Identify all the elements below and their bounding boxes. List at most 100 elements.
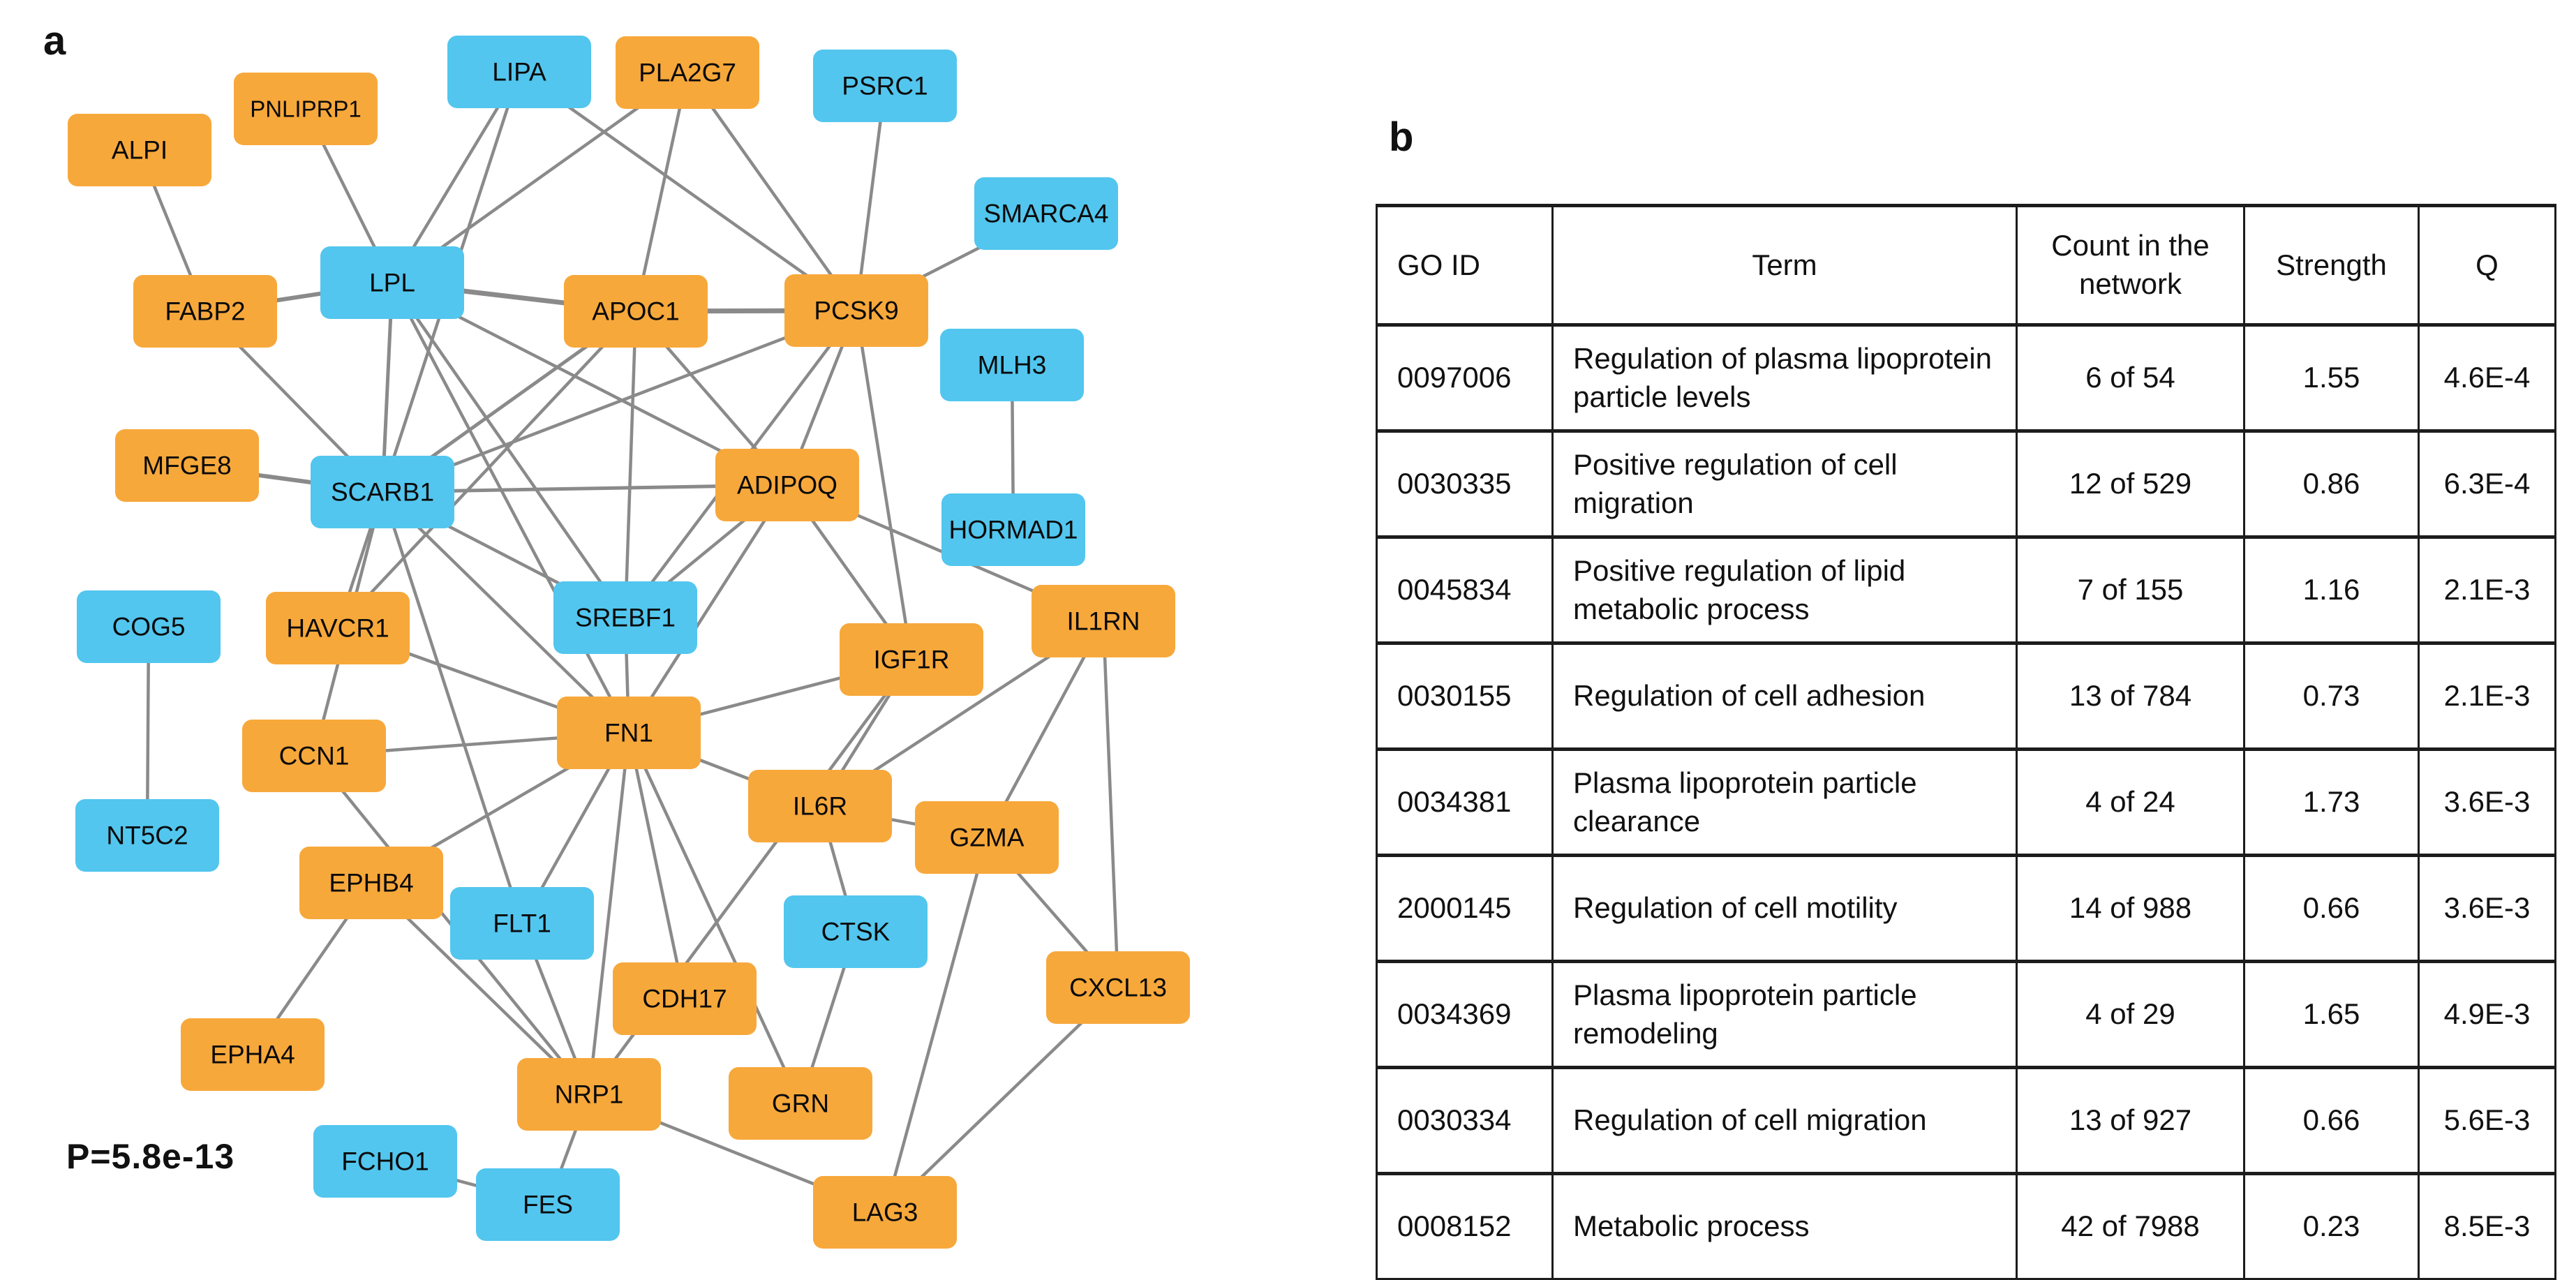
edge-GZMA-LAG3	[883, 837, 989, 1213]
node-label-MFGE8: MFGE8	[142, 452, 231, 480]
node-label-NRP1: NRP1	[555, 1080, 624, 1109]
cell-0030335-count: 12 of 529	[2016, 430, 2245, 538]
node-HORMAD1: HORMAD1	[941, 493, 1085, 566]
node-FCHO1: FCHO1	[313, 1125, 457, 1198]
node-label-EPHA4: EPHA4	[210, 1041, 295, 1069]
node-LIPA: LIPA	[447, 36, 591, 108]
col-header-count-in-the-network: Count in the network	[2016, 204, 2245, 326]
node-label-ADIPOQ: ADIPOQ	[737, 471, 837, 500]
node-box-LIPA	[447, 36, 591, 108]
edge-SCARB1-FN1	[381, 491, 630, 734]
node-PNLIPRP1: PNLIPRP1	[234, 73, 378, 145]
node-ADIPOQ: ADIPOQ	[715, 449, 859, 521]
col-header-q: Q	[2418, 204, 2556, 326]
node-label-NT5C2: NT5C2	[106, 821, 188, 850]
edge-FN1-CDH17	[627, 732, 687, 999]
cell-0030334-term: Regulation of cell migration	[1551, 1066, 2018, 1175]
node-box-LPL	[320, 246, 464, 319]
cell-0045834-go_id: 0045834	[1376, 536, 1554, 644]
node-box-PCSK9	[784, 274, 928, 347]
node-MLH3: MLH3	[940, 329, 1084, 401]
node-label-CDH17: CDH17	[642, 985, 727, 1013]
node-box-GZMA	[915, 801, 1059, 874]
node-APOC1: APOC1	[564, 275, 708, 348]
edge-PLA2G7-APOC1	[634, 72, 690, 312]
node-label-CCN1: CCN1	[279, 742, 350, 771]
cell-0030334-strength: 0.66	[2243, 1066, 2420, 1175]
cell-0030155-q: 2.1E-3	[2418, 642, 2556, 750]
col-header-term: Term	[1551, 204, 2018, 326]
cell-0097006-strength: 1.55	[2243, 324, 2420, 432]
node-label-FLT1: FLT1	[493, 909, 551, 938]
cell-0034381-term: Plasma lipoprotein particle clearance	[1551, 748, 2018, 856]
node-label-LAG3: LAG3	[852, 1198, 918, 1227]
node-box-EPHA4	[181, 1018, 325, 1091]
node-HAVCR1: HAVCR1	[266, 592, 410, 664]
node-label-PCSK9: PCSK9	[814, 297, 898, 325]
node-box-SCARB1	[311, 456, 454, 528]
cell-2000145-term: Regulation of cell motility	[1551, 854, 2018, 962]
cell-0097006-count: 6 of 54	[2016, 324, 2245, 432]
panel-b-label: b	[1389, 114, 1414, 160]
node-NRP1: NRP1	[517, 1058, 661, 1131]
edge-FN1-GRN	[627, 732, 803, 1104]
node-IL1RN: IL1RN	[1032, 585, 1175, 657]
node-label-FES: FES	[523, 1191, 573, 1219]
col-header-go-id: GO ID	[1376, 204, 1554, 326]
node-label-SREBF1: SREBF1	[575, 604, 676, 632]
node-SMARCA4: SMARCA4	[974, 177, 1118, 250]
edge-IL1RN-CXCL13	[1101, 620, 1120, 988]
node-box-PNLIPRP1	[234, 73, 378, 145]
node-label-EPHB4: EPHB4	[329, 869, 413, 898]
node-box-NT5C2	[75, 799, 219, 872]
node-label-HORMAD1: HORMAD1	[948, 516, 1078, 544]
node-COG5: COG5	[77, 590, 221, 663]
cell-2000145-strength: 0.66	[2243, 854, 2420, 962]
node-label-HAVCR1: HAVCR1	[286, 614, 389, 643]
node-label-CXCL13: CXCL13	[1069, 974, 1167, 1002]
cell-0030334-count: 13 of 927	[2016, 1066, 2245, 1175]
node-SCARB1: SCARB1	[311, 456, 454, 528]
edge-FN1-NRP1	[587, 732, 631, 1095]
cell-0034381-q: 3.6E-3	[2418, 748, 2556, 856]
cell-0030335-term: Positive regulation of cell migration	[1551, 430, 2018, 538]
cell-0008152-count: 42 of 7988	[2016, 1173, 2245, 1280]
node-FLT1: FLT1	[450, 887, 594, 960]
node-label-PLA2G7: PLA2G7	[639, 59, 736, 87]
cell-0034381-go_id: 0034381	[1376, 748, 1554, 856]
edge-LPL-FN1	[391, 281, 630, 734]
node-label-IGF1R: IGF1R	[874, 646, 950, 674]
cell-0030155-count: 13 of 784	[2016, 642, 2245, 750]
node-box-MLH3	[940, 329, 1084, 401]
cell-0034369-term: Plasma lipoprotein particle remodeling	[1551, 960, 2018, 1069]
cell-0045834-term: Positive regulation of lipid metabolic p…	[1551, 536, 2018, 644]
node-NT5C2: NT5C2	[75, 799, 219, 872]
node-label-PNLIPRP1: PNLIPRP1	[250, 96, 362, 122]
node-label-LPL: LPL	[369, 269, 415, 297]
cell-0045834-count: 7 of 155	[2016, 536, 2245, 644]
cell-2000145-q: 3.6E-3	[2418, 854, 2556, 962]
panel-a-label: a	[43, 18, 66, 64]
node-box-ADIPOQ	[715, 449, 859, 521]
edge-CXCL13-LAG3	[884, 986, 1119, 1214]
edge-PSRC1-PCSK9	[854, 85, 887, 311]
node-LAG3: LAG3	[813, 1176, 957, 1249]
cell-0045834-q: 2.1E-3	[2418, 536, 2556, 644]
node-PLA2G7: PLA2G7	[616, 36, 759, 109]
node-label-SMARCA4: SMARCA4	[984, 200, 1109, 228]
edge-ADIPOQ-FN1	[627, 484, 789, 734]
node-PCSK9: PCSK9	[784, 274, 928, 347]
cell-0045834-strength: 1.16	[2243, 536, 2420, 644]
node-box-FES	[476, 1168, 620, 1241]
cell-0097006-go_id: 0097006	[1376, 324, 1554, 432]
node-label-IL6R: IL6R	[793, 792, 847, 821]
